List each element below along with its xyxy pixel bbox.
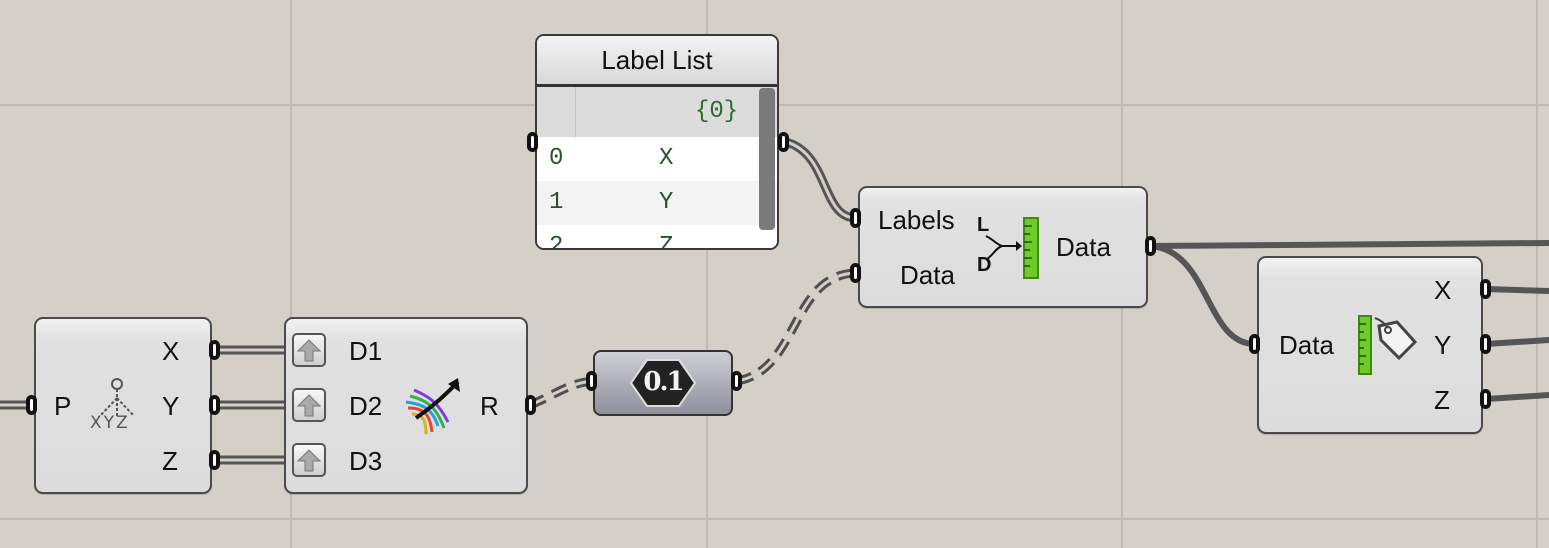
- grid-line: [1536, 0, 1538, 548]
- data-labels-output-port-x[interactable]: [1480, 279, 1491, 299]
- wire-data-out-labels: [1147, 243, 1258, 347]
- replace-labels-node[interactable]: Labels Data L D Data: [858, 186, 1148, 308]
- xyz-deconstruct-icon: XYZ: [86, 376, 146, 436]
- output-label-y: Y: [162, 391, 180, 421]
- label-list-output-port[interactable]: [778, 132, 789, 152]
- list-item[interactable]: 2 Z: [537, 225, 777, 250]
- list-item-value: Z: [659, 233, 674, 250]
- d1-up-arrow-icon[interactable]: [292, 333, 326, 367]
- deconstruct-input-port-p[interactable]: [26, 395, 37, 415]
- vector-display-node[interactable]: D1 D2 D3 R: [284, 317, 528, 494]
- slider-output-port[interactable]: [731, 371, 742, 391]
- input-label-data: Data: [900, 260, 955, 290]
- wire-data-out-right: [1147, 240, 1549, 249]
- d2-up-arrow-icon[interactable]: [292, 388, 326, 422]
- deconstruct-output-port-z[interactable]: [209, 450, 220, 470]
- slider-value-badge: [629, 359, 697, 407]
- label-list-input-port[interactable]: [527, 132, 538, 152]
- slider-value: 0.1: [643, 367, 684, 397]
- output-label-r: R: [480, 391, 499, 421]
- output-label-z: Z: [1434, 385, 1450, 415]
- replace-labels-input-port-data[interactable]: [850, 263, 861, 283]
- label-list-path-row: {0}: [537, 87, 777, 137]
- input-label-d1: D1: [349, 336, 383, 366]
- input-label-d2: D2: [349, 391, 383, 421]
- wire-labellist-labels: [780, 136, 857, 223]
- output-label-z: Z: [162, 446, 178, 476]
- vector-output-port-r[interactable]: [525, 395, 536, 415]
- list-item-value: Y: [659, 189, 674, 216]
- number-slider-node[interactable]: 0.1: [593, 350, 733, 416]
- input-label-d3: D3: [349, 446, 383, 476]
- list-item-index: 1: [549, 189, 564, 216]
- input-label-data: Data: [1279, 330, 1334, 360]
- wire-z-out: [1483, 392, 1549, 402]
- grid-line: [0, 518, 1549, 520]
- list-item-index: 2: [549, 233, 564, 250]
- d3-up-arrow-icon[interactable]: [292, 443, 326, 477]
- label-list-panel[interactable]: Label List {0} 0 X 1 Y 2 Z: [535, 34, 779, 250]
- output-label-data: Data: [1056, 232, 1111, 262]
- data-labels-output-port-z[interactable]: [1480, 389, 1491, 409]
- grid-line: [290, 0, 292, 548]
- data-labels-node[interactable]: Data X Y Z: [1257, 256, 1483, 434]
- label-list-title: Label List: [601, 45, 713, 75]
- deconstruct-output-port-y[interactable]: [209, 395, 220, 415]
- deconstruct-output-port-x[interactable]: [209, 340, 220, 360]
- list-item[interactable]: 1 Y: [537, 181, 777, 225]
- list-item[interactable]: 0 X: [537, 137, 777, 181]
- slider-input-port[interactable]: [586, 371, 597, 391]
- input-label-labels: Labels: [878, 205, 955, 235]
- xyz-icon-text: XYZ: [90, 413, 130, 433]
- label-list-path: {0}: [695, 98, 739, 125]
- wire-x-out: [1483, 286, 1549, 294]
- data-labels-output-port-y[interactable]: [1480, 334, 1491, 354]
- label-list-header[interactable]: Label List: [537, 36, 777, 87]
- replace-labels-output-port-data[interactable]: [1145, 236, 1156, 256]
- list-item-value: X: [659, 145, 674, 172]
- output-label-y: Y: [1434, 330, 1452, 360]
- icon-letter-l: L: [977, 214, 990, 236]
- replace-labels-icon: L D: [972, 214, 1042, 280]
- wire-slider-data: [735, 268, 857, 386]
- input-label-p: P: [54, 391, 72, 421]
- list-item-index: 0: [549, 145, 564, 172]
- scrollbar[interactable]: [759, 88, 775, 230]
- grid-line: [706, 0, 708, 548]
- output-label-x: X: [162, 336, 180, 366]
- wire-y-out: [1483, 337, 1549, 347]
- colored-vectors-icon: [402, 374, 464, 436]
- replace-labels-input-port-labels[interactable]: [850, 208, 861, 228]
- output-label-x: X: [1434, 275, 1452, 305]
- data-labels-input-port-data[interactable]: [1249, 334, 1260, 354]
- tag-icon: [1355, 312, 1419, 378]
- deconstruct-point-node[interactable]: P XYZ X Y Z: [34, 317, 212, 494]
